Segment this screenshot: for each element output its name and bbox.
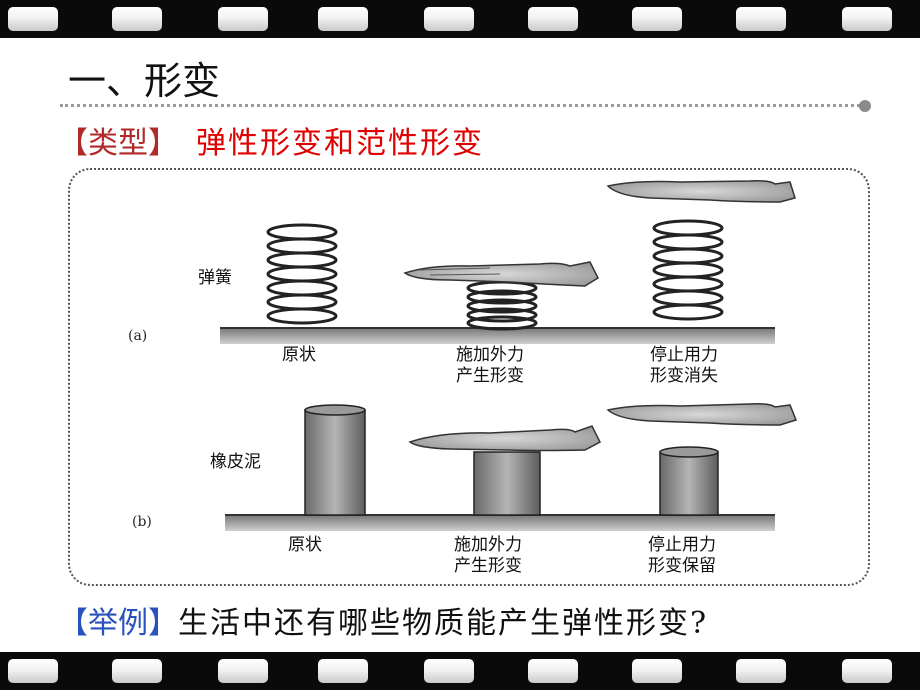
example-label: 【举例】 [58, 606, 178, 641]
film-hole [318, 7, 368, 31]
caption-b-3-line1: 停止用力 [648, 535, 716, 555]
clay-label: 橡皮泥 [210, 452, 261, 472]
type-line: 【类型】弹性形变和范性形变 [58, 118, 484, 162]
caption-a-1-line1: 原状 [282, 345, 316, 365]
film-hole [112, 7, 162, 31]
type-label: 【类型】 [58, 126, 178, 161]
film-hole [112, 659, 162, 683]
film-hole [424, 659, 474, 683]
film-hole [632, 659, 682, 683]
example-line: 【举例】生活中还有哪些物质能产生弹性形变? [58, 598, 708, 642]
film-strip-top [0, 0, 920, 38]
film-hole [736, 7, 786, 31]
caption-b-2-line1: 施加外力 [454, 535, 522, 555]
divider-dot [859, 100, 871, 112]
caption-b-3-line2: 形变保留 [648, 556, 716, 576]
ground-a [220, 328, 775, 344]
spring-label: 弹簧 [198, 268, 232, 288]
caption-b-1-line1: 原状 [288, 535, 322, 555]
hand-lifted-a [606, 180, 796, 203]
row-b-tag: (b) [132, 514, 152, 530]
film-hole [528, 659, 578, 683]
spring-original [266, 223, 338, 325]
film-hole [842, 7, 892, 31]
caption-a-2-line1: 施加外力 [456, 345, 524, 365]
title-divider [60, 104, 860, 107]
film-hole [528, 7, 578, 31]
caption-a-3-line2: 形变消失 [650, 366, 718, 386]
example-question: 生活中还有哪些物质能产生弹性形变? [178, 606, 709, 641]
slide-title: 一、形变 [68, 59, 221, 103]
spring-released [652, 219, 724, 321]
row-a-tag: (a) [128, 328, 147, 344]
type-value: 弹性形变和范性形变 [196, 126, 484, 161]
spring-compressed [466, 280, 538, 331]
ground-b [225, 515, 775, 531]
film-hole [632, 7, 682, 31]
deformation-figure: 弹簧 (a) [68, 168, 870, 586]
clay-original [304, 404, 366, 516]
film-hole [218, 659, 268, 683]
film-strip-bottom [0, 652, 920, 690]
hand-pressing-clay [408, 425, 601, 452]
hand-pressing-spring [403, 261, 599, 287]
film-hole [8, 659, 58, 683]
figure-drawing: 弹簧 (a) [128, 180, 797, 576]
caption-a-2-line2: 产生形变 [456, 366, 524, 386]
clay-pressed [473, 451, 541, 516]
film-hole [424, 7, 474, 31]
caption-a-3-line1: 停止用力 [650, 345, 718, 365]
caption-b-2-line2: 产生形变 [454, 556, 522, 576]
film-hole [218, 7, 268, 31]
clay-released [659, 446, 719, 516]
film-hole [8, 7, 58, 31]
hand-lifted-b [606, 403, 797, 426]
film-hole [736, 659, 786, 683]
film-hole [318, 659, 368, 683]
film-hole [842, 659, 892, 683]
